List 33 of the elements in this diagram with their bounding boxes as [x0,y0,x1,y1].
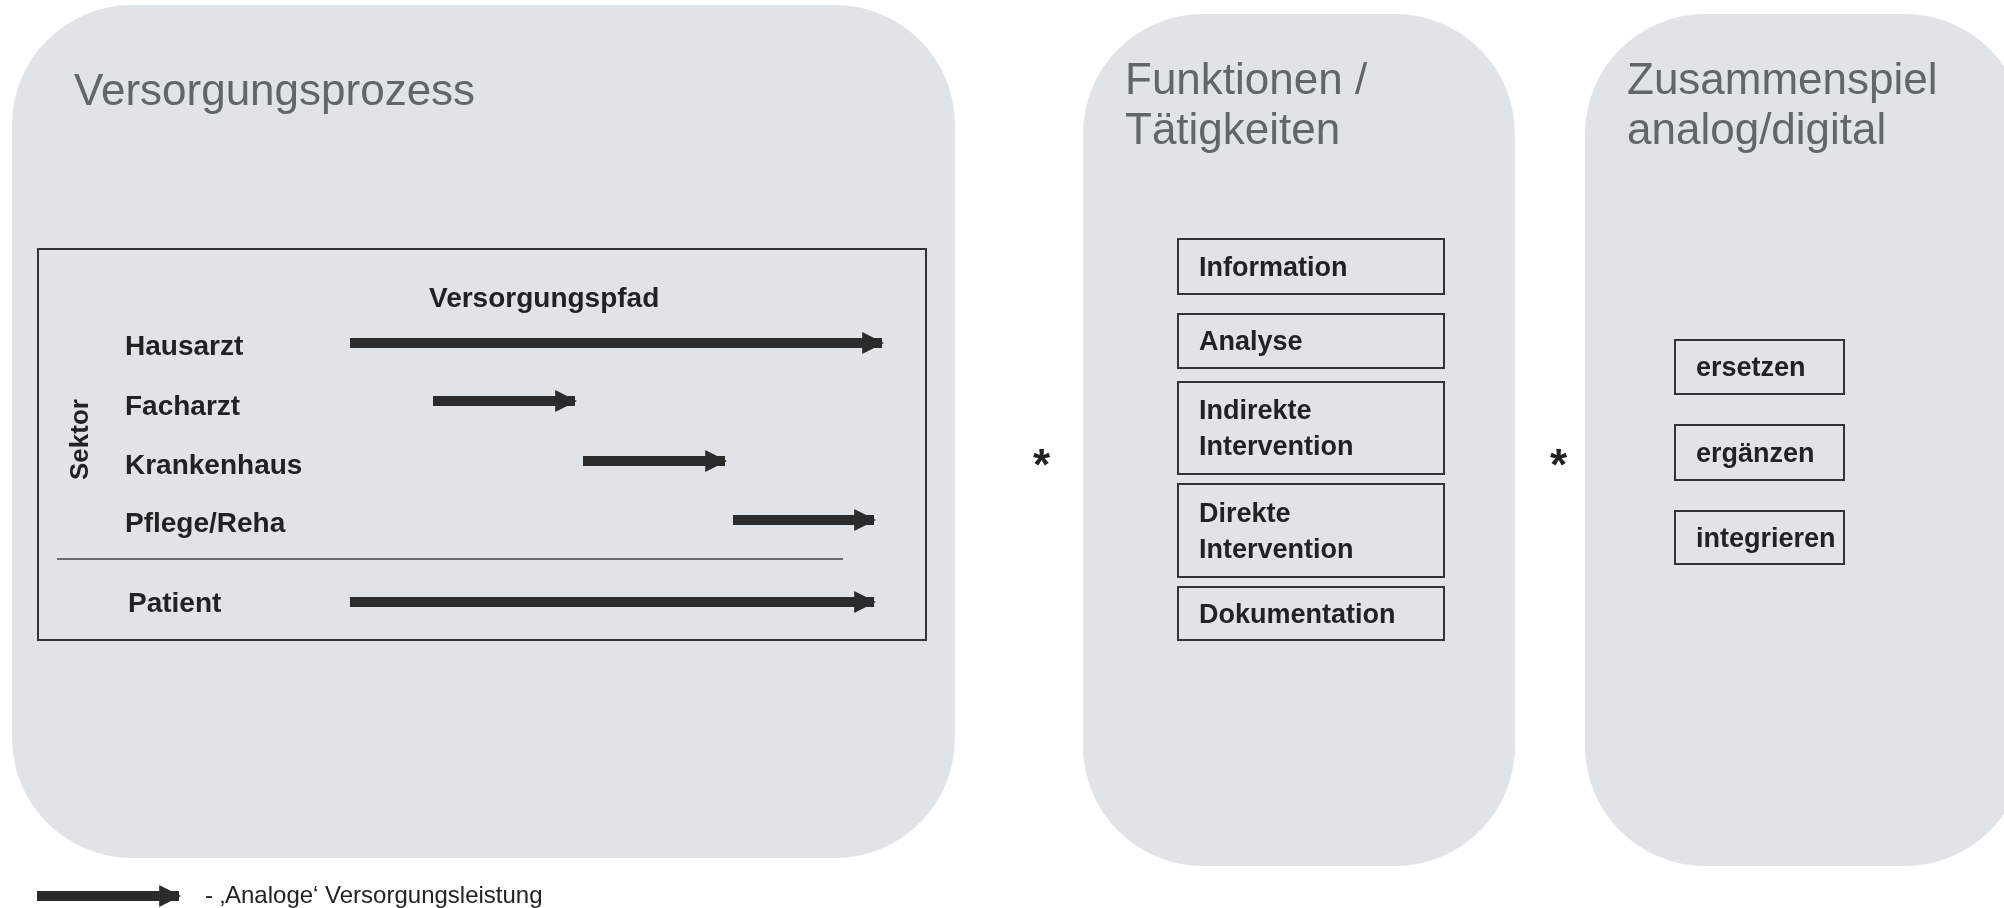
frame-box [37,248,927,641]
row-label: Facharzt [125,390,241,422]
panel [1585,14,2004,866]
panel-title: Zusammenspiel analog/digital [1627,54,1939,154]
box-label: ersetzen [1696,351,1806,384]
axis-label: Sektor [64,399,95,480]
function-box [1177,313,1445,369]
function-box [1674,424,1845,481]
heading: Versorgungspfad [429,282,660,314]
box-label: Direkte Intervention [1199,496,1355,566]
row-label: Hausarzt [125,330,244,362]
box-label: Indirekte Intervention [1199,394,1355,463]
box-label: Analyse [1199,325,1303,358]
panel [12,5,955,858]
panel [1083,14,1515,866]
legend-text: - ‚Analoge‘ Versorgungsleistung [205,881,543,908]
row-label: Pflege/Reha [125,507,286,539]
function-box [1177,381,1445,475]
multiply-sign: * [1033,440,1051,490]
box-label: Information [1199,250,1348,284]
row-label: Patient [128,587,222,619]
row-label: Krankenhaus [125,449,303,481]
function-box [1177,483,1445,578]
function-box [1177,238,1445,295]
function-box [1674,510,1845,565]
box-label: ergänzen [1696,436,1815,470]
box-label: integrieren [1696,521,1836,555]
box-label: Dokumentation [1199,597,1396,631]
panel-title: Funktionen / Tätigkeiten [1125,54,1369,154]
function-box [1177,586,1445,641]
panel-title: Versorgungsprozess [74,65,477,115]
function-box [1674,339,1845,395]
multiply-sign: * [1550,440,1568,490]
